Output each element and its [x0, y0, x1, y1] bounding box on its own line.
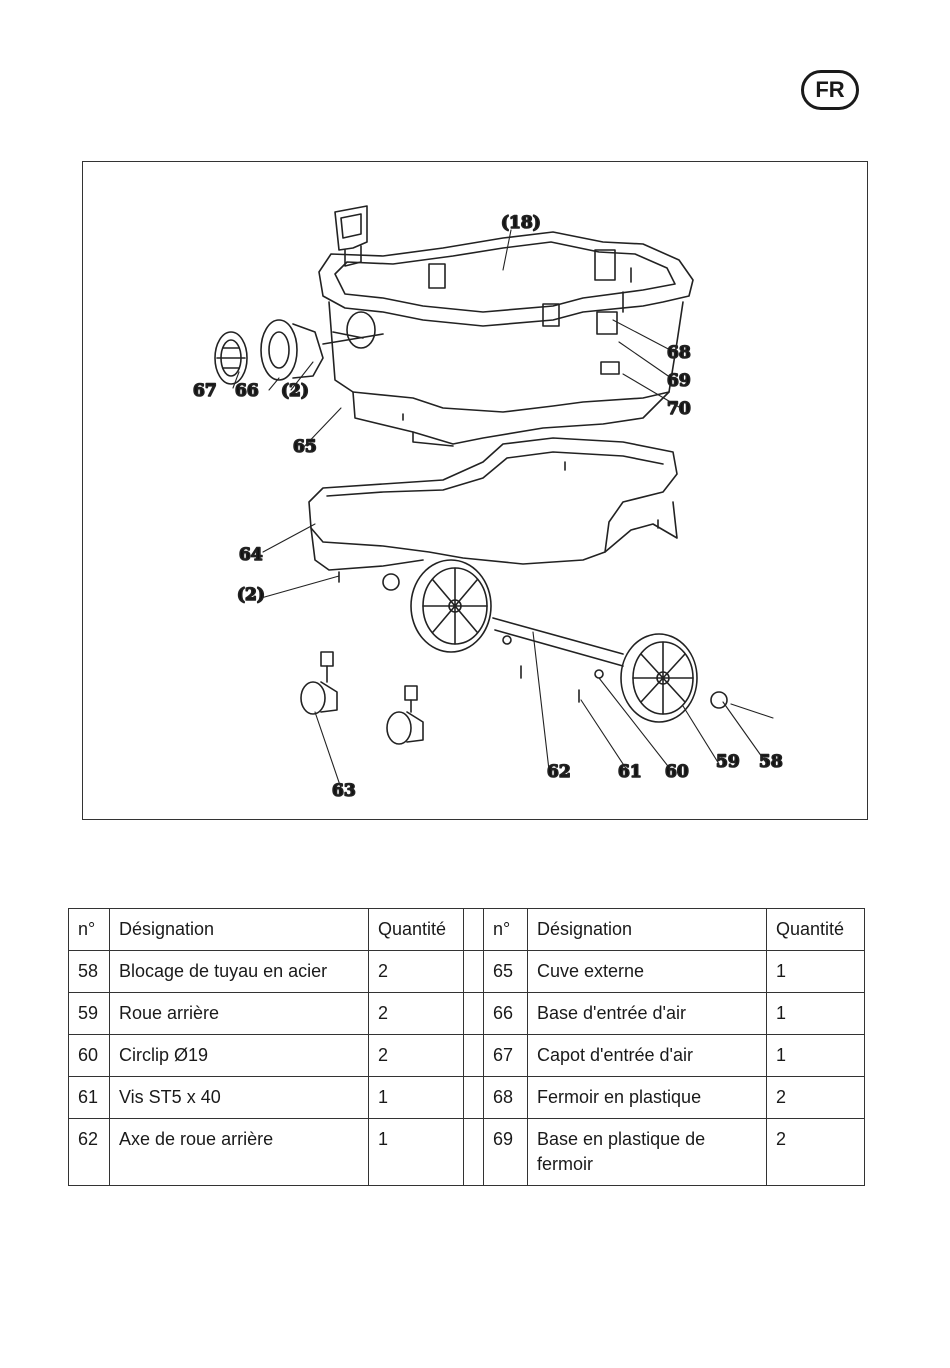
part-designation: Base en plastique de fermoir [527, 1118, 767, 1186]
header-designation: Désignation [527, 908, 767, 951]
header-quantity: Quantité [766, 908, 865, 951]
part-number: 65 [483, 950, 528, 993]
part-number: 58 [68, 950, 110, 993]
screws [338, 413, 659, 703]
callout-59: 59 [716, 752, 740, 772]
part-quantity: 1 [766, 992, 865, 1035]
callout-63: 63 [332, 781, 356, 801]
language-badge: FR [801, 70, 859, 110]
part-number: 66 [483, 992, 528, 1035]
part-quantity: 2 [368, 1034, 464, 1077]
header-number: n° [483, 908, 528, 951]
callout-leaders [232, 229, 774, 795]
part-quantity: 2 [766, 1076, 865, 1119]
part-designation: Blocage de tuyau en acier [109, 950, 369, 993]
callout-2-chassis: (2) [237, 585, 265, 605]
part-designation: Capot d'entrée d'air [527, 1034, 767, 1077]
callout-61: 61 [618, 762, 642, 782]
exploded-view-diagram: (18) 68 69 70 67 66 (2) 65 64 (2) 63 62 … [82, 161, 868, 820]
air-inlet-parts [214, 311, 384, 385]
part-designation: Circlip Ø19 [109, 1034, 369, 1077]
part-designation: Axe de roue arrière [109, 1118, 369, 1186]
part-designation: Cuve externe [527, 950, 767, 993]
part-quantity: 2 [766, 1118, 865, 1186]
callout-66: 66 [235, 381, 259, 401]
part-designation: Vis ST5 x 40 [109, 1076, 369, 1119]
handle-part [334, 205, 368, 267]
callout-62: 62 [547, 762, 571, 782]
callout-60: 60 [665, 762, 689, 782]
part-designation: Fermoir en plastique [527, 1076, 767, 1119]
rear-wheel-left [382, 559, 492, 653]
part-number: 67 [483, 1034, 528, 1077]
part-number: 61 [68, 1076, 110, 1119]
part-number: 69 [483, 1118, 528, 1186]
part-number: 59 [68, 992, 110, 1035]
chassis-part [308, 437, 678, 571]
table-spacer [463, 1076, 484, 1119]
part-quantity: 1 [368, 1118, 464, 1186]
callout-69: 69 [667, 371, 691, 391]
callout-2-air-inlet: (2) [281, 381, 309, 401]
table-row: 61 Vis ST5 x 40 1 68 Fermoir en plastiqu… [68, 1076, 865, 1119]
callout-58: 58 [759, 752, 783, 772]
part-number: 62 [68, 1118, 110, 1186]
table-spacer [463, 992, 484, 1035]
part-quantity: 1 [368, 1076, 464, 1119]
callout-18: (18) [501, 213, 541, 233]
callout-65: 65 [293, 437, 317, 457]
table-row: 60 Circlip Ø19 2 67 Capot d'entrée d'air… [68, 1034, 865, 1077]
outer-tank-part [318, 231, 694, 447]
table-header-row: n° Désignation Quantité n° Désignation Q… [68, 908, 865, 951]
part-quantity: 2 [368, 950, 464, 993]
header-quantity: Quantité [368, 908, 464, 951]
rear-wheel-right [594, 633, 728, 723]
part-quantity: 1 [766, 950, 865, 993]
table-row: 59 Roue arrière 2 66 Base d'entrée d'air… [68, 992, 865, 1035]
table-spacer [463, 1034, 484, 1077]
header-number: n° [68, 908, 110, 951]
part-quantity: 1 [766, 1034, 865, 1077]
rear-axle [492, 617, 624, 667]
table-row: 58 Blocage de tuyau en acier 2 65 Cuve e… [68, 950, 865, 993]
table-row: 62 Axe de roue arrière 1 69 Base en plas… [68, 1118, 865, 1186]
part-number: 60 [68, 1034, 110, 1077]
part-designation: Base d'entrée d'air [527, 992, 767, 1035]
callout-70: 70 [667, 399, 691, 419]
caster-wheels [300, 651, 424, 745]
callout-68: 68 [667, 343, 691, 363]
part-number: 68 [483, 1076, 528, 1119]
callout-64: 64 [239, 545, 263, 565]
part-quantity: 2 [368, 992, 464, 1035]
table-spacer [463, 950, 484, 993]
exploded-view-drawing: (18) 68 69 70 67 66 (2) 65 64 (2) 63 62 … [192, 205, 783, 802]
header-designation: Désignation [109, 908, 369, 951]
callout-67: 67 [193, 381, 217, 401]
table-spacer [463, 908, 484, 951]
parts-list-table: n° Désignation Quantité n° Désignation Q… [68, 908, 865, 1186]
table-spacer [463, 1118, 484, 1186]
part-designation: Roue arrière [109, 992, 369, 1035]
